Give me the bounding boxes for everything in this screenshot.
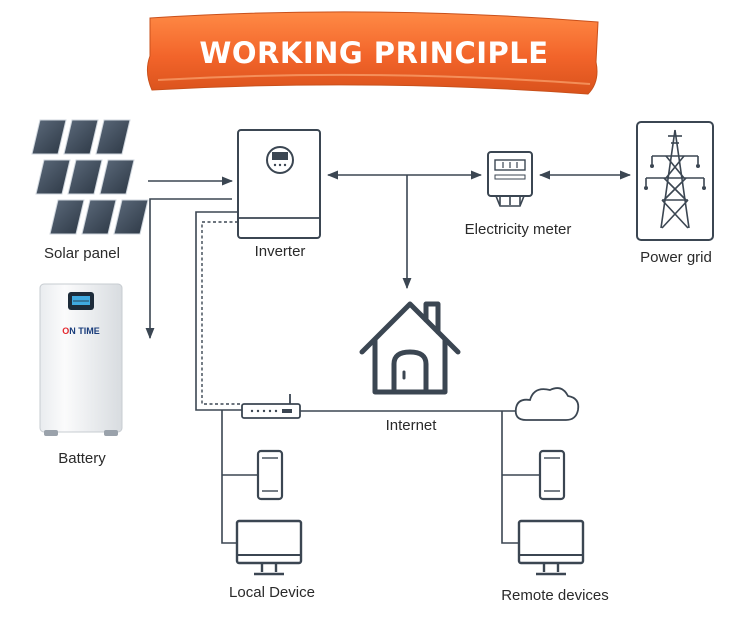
inverter-router-data-line bbox=[201, 221, 242, 405]
house-icon bbox=[359, 301, 461, 395]
internet-label: Internet bbox=[386, 417, 438, 434]
battery-brand-logo: ON TIME bbox=[62, 326, 100, 336]
page-title: WORKING PRINCIPLE bbox=[199, 36, 548, 70]
title-banner: WORKING PRINCIPLE bbox=[146, 11, 599, 95]
local-phone-icon bbox=[256, 449, 284, 501]
remote-phone-icon bbox=[538, 449, 566, 501]
remote-computer-icon bbox=[517, 519, 585, 576]
inverter-router-line bbox=[195, 211, 242, 411]
solar-panel-icon bbox=[31, 119, 149, 235]
electricity-meter-label: Electricity meter bbox=[465, 221, 572, 238]
power-grid-label: Power grid bbox=[640, 249, 712, 266]
solar-panel-label: Solar panel bbox=[44, 245, 120, 262]
cloud-icon bbox=[514, 387, 580, 421]
power-grid-icon bbox=[636, 121, 714, 241]
battery-label: Battery bbox=[58, 450, 106, 467]
local-device-label: Local Device bbox=[229, 584, 315, 601]
router-icon bbox=[241, 394, 301, 419]
inverter-icon bbox=[237, 129, 321, 239]
local-computer-icon bbox=[235, 519, 303, 576]
battery-icon bbox=[39, 283, 123, 436]
inverter-to-battery-arrow bbox=[145, 198, 232, 340]
electricity-meter-icon bbox=[487, 151, 533, 207]
inverter-label: Inverter bbox=[255, 243, 306, 260]
remote-branch-line bbox=[501, 411, 519, 544]
connection-lines bbox=[145, 170, 632, 544]
local-branch-line bbox=[221, 410, 237, 544]
remote-devices-label: Remote devices bbox=[501, 587, 609, 604]
